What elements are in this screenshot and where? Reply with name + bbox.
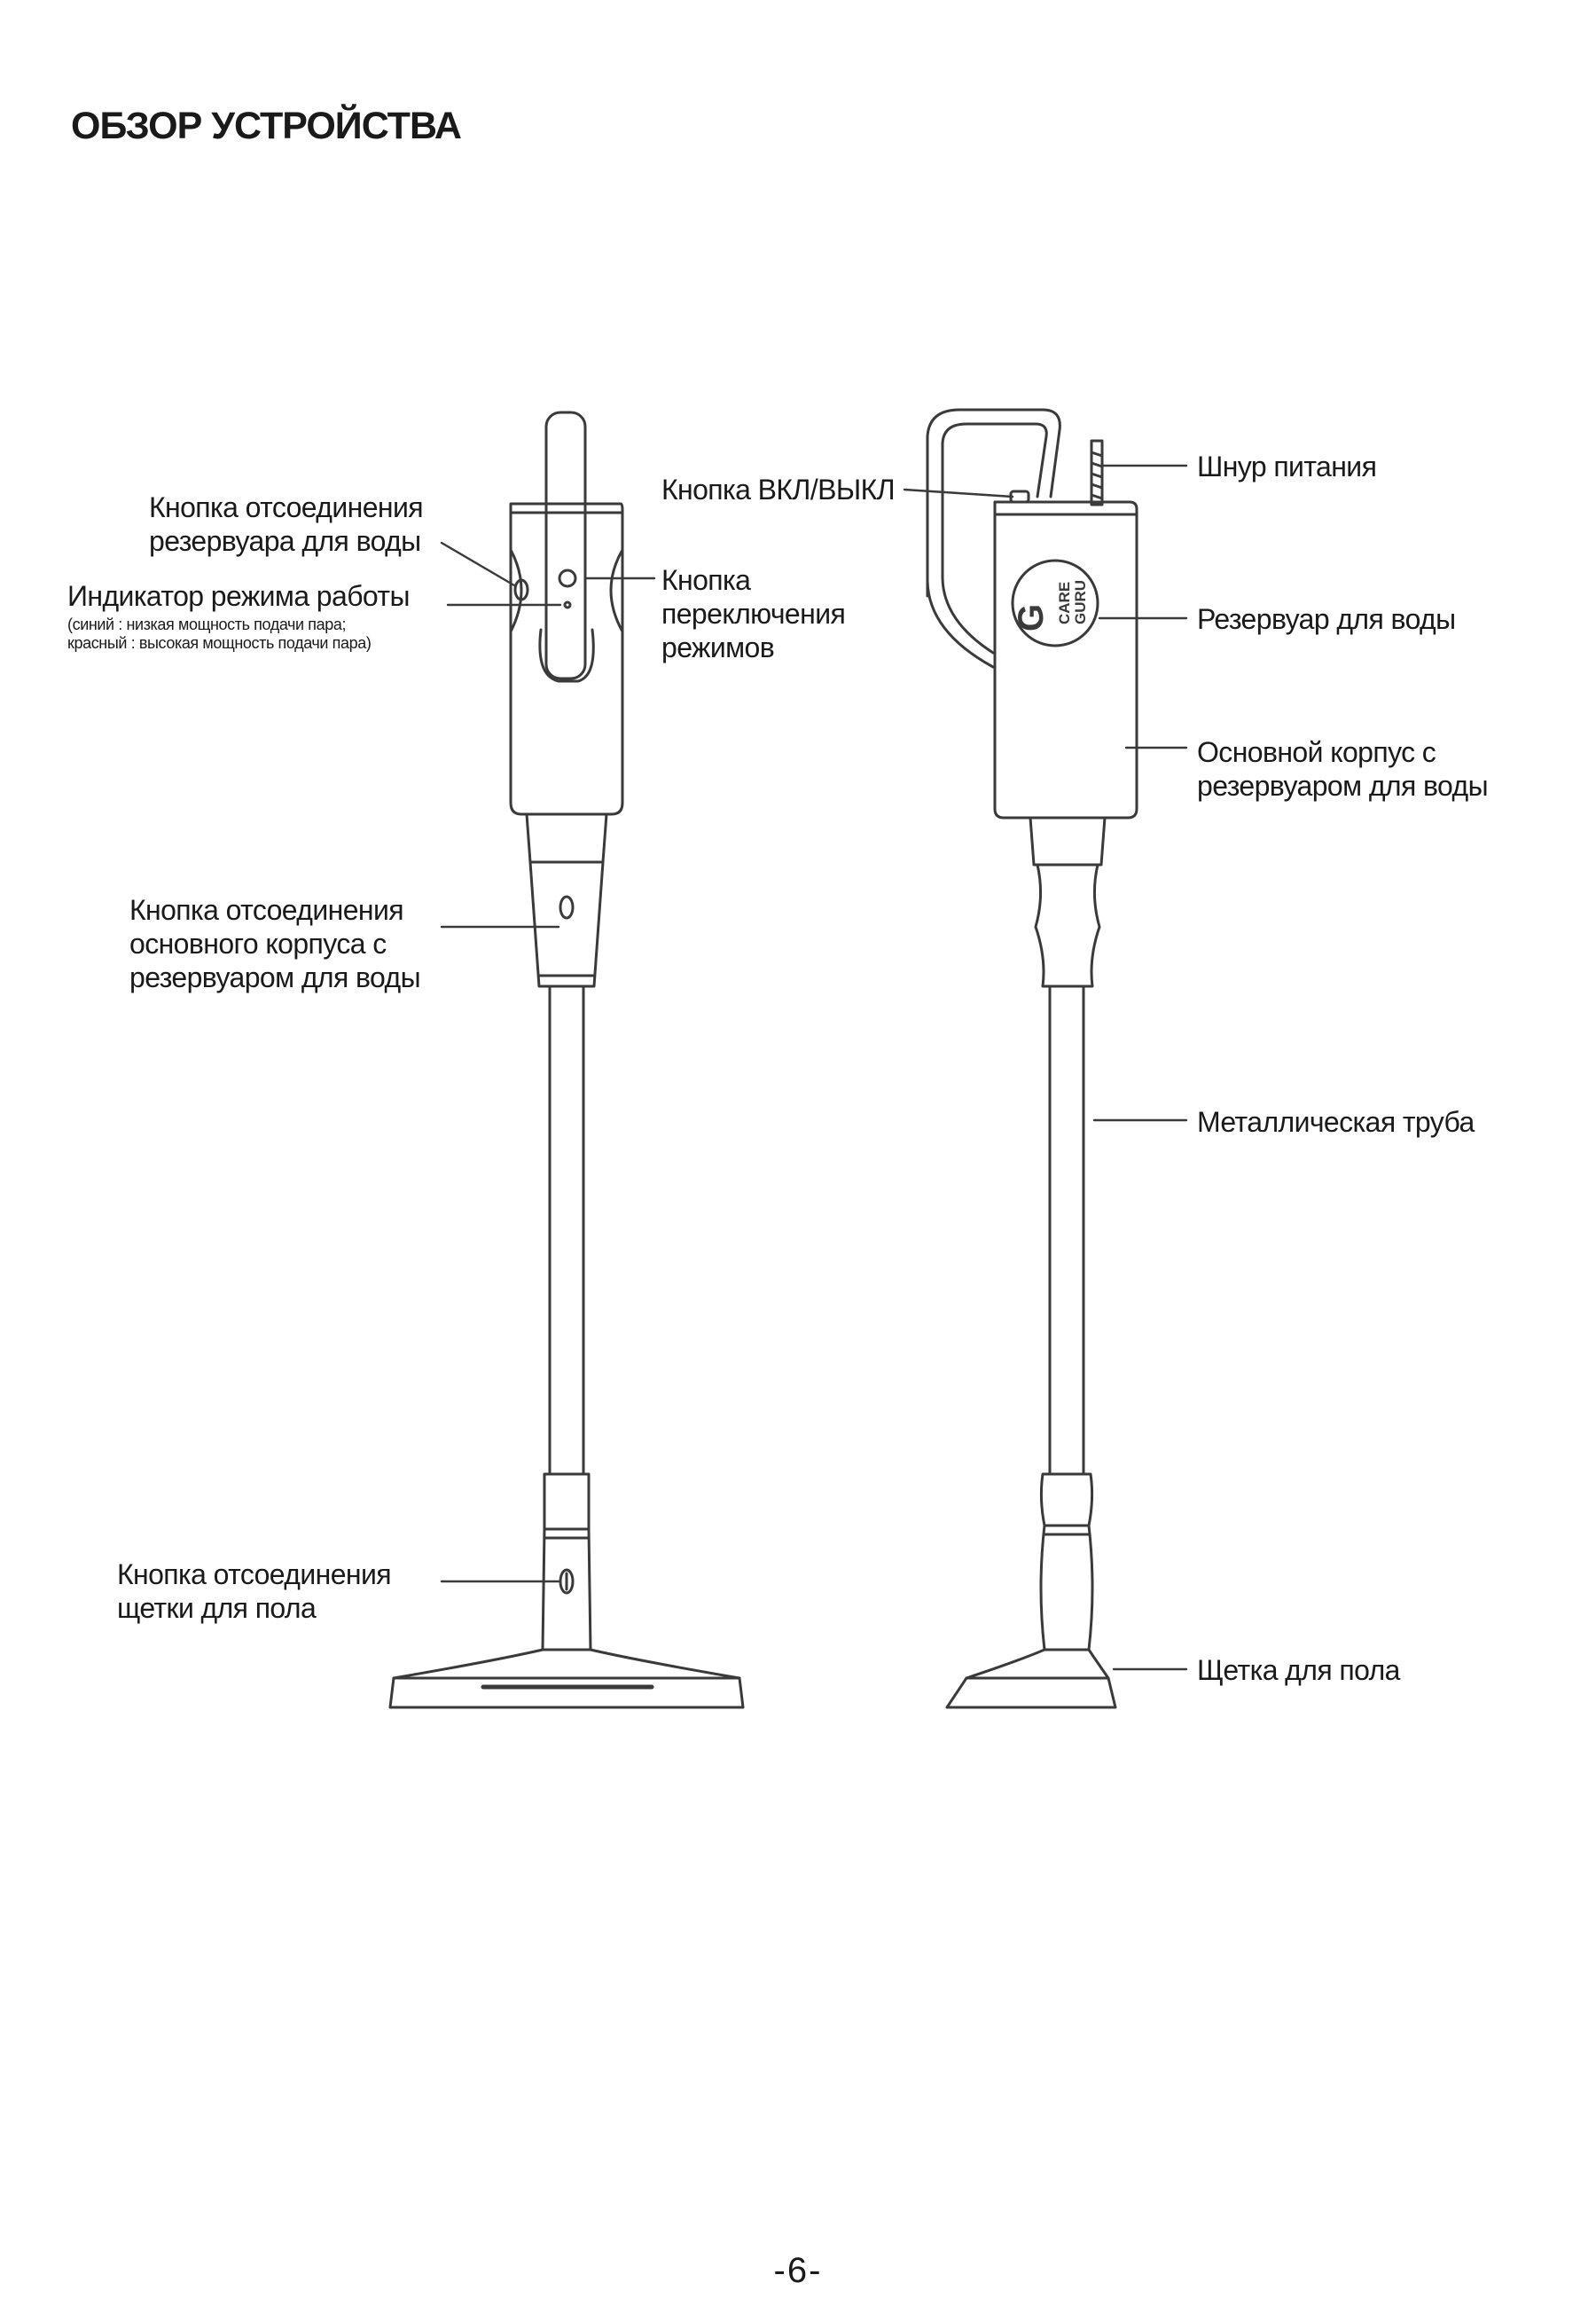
svg-text:GURU: GURU [1072, 580, 1089, 624]
label-floor-brush: Щетка для пола [1197, 1654, 1400, 1686]
tank-release-icon [513, 578, 529, 601]
front-view [388, 411, 745, 1709]
label-body-release-button: Кнопка отсоединения основного корпуса с … [129, 894, 421, 993]
front-metal-tube [548, 984, 585, 1476]
front-main-body [509, 502, 624, 816]
front-floor-brush [388, 1648, 745, 1709]
svg-text:G: G [1012, 604, 1051, 631]
page-number: -6- [773, 2251, 823, 2290]
side-floor-brush [945, 1648, 1117, 1709]
leader-lines [440, 464, 1188, 1671]
brand-logo-lettering: G CARE GURU [1012, 580, 1089, 631]
label-power-button: Кнопка ВКЛ/ВЫКЛ [661, 474, 896, 506]
label-mode-indicator: Индикатор режима работы [67, 580, 410, 612]
label-power-cord: Шнур питания [1197, 451, 1377, 482]
label-mode-switch-button: Кнопка переключения режимов [661, 564, 846, 663]
brush-release-icon [559, 1568, 575, 1595]
label-tank-release-button: Кнопка отсоединения резервуара для воды [149, 491, 424, 557]
label-main-body: Основной корпус с резервуаром для воды [1197, 736, 1489, 802]
front-handle [544, 411, 587, 680]
body-release-icon [559, 895, 575, 920]
side-main-body [993, 500, 1138, 820]
label-brush-release-button: Кнопка отсоединения щетки для пола [117, 1558, 392, 1624]
indicator-light-icon [563, 600, 572, 609]
page-title: ОБЗОР УСТРОЙСТВА [71, 105, 462, 147]
label-mode-indicator-note: (синий : низкая мощность подачи пара; кр… [67, 616, 372, 652]
side-metal-tube [1048, 984, 1085, 1476]
brand-logo [1011, 559, 1099, 647]
side-view [926, 408, 1138, 1709]
svg-text:CARE: CARE [1056, 582, 1073, 624]
label-water-tank: Резервуар для воды [1197, 603, 1456, 635]
mode-switch-icon [558, 569, 577, 588]
label-metal-tube: Металлическая труба [1197, 1106, 1475, 1138]
side-handle [926, 408, 1061, 669]
